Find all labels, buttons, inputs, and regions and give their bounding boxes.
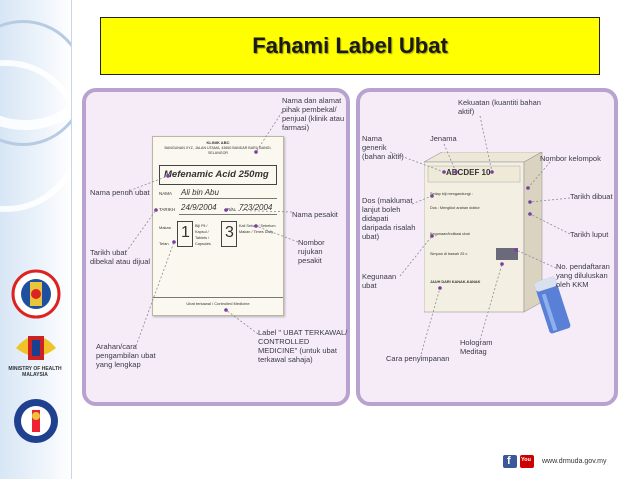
divider xyxy=(71,0,72,479)
annotation-dose: Dos (maklumat lanjut boleh didapati dari… xyxy=(362,196,416,241)
makan-label: Makan xyxy=(159,225,172,230)
dose-box-2: 3 xyxy=(221,221,237,247)
product-name: ABCDEF 10 xyxy=(446,168,491,177)
annotation-directions: Arahan/cara pengambilan ubat yang lengka… xyxy=(96,342,156,369)
annotation-reg-no: No. pendaftaran yang diluluskan oleh KKM xyxy=(556,262,610,289)
annotation-batch: Nombor kelompok xyxy=(540,154,601,163)
box-line-2: Dos : Mengikut arahan doktor xyxy=(430,206,480,210)
box-line-5: JAUH DARI KANAK-KANAK xyxy=(430,280,481,284)
box-line-1: Setiap biji mengandungi : xyxy=(430,192,473,196)
youtube-glyph: You xyxy=(521,457,531,463)
logo-1 xyxy=(10,268,62,320)
telan-label: Telan xyxy=(159,241,169,246)
annotation-brand: Jenama xyxy=(430,134,457,143)
clinic-address: BANGUNAN XYZ, JALAN UTAMA, 43650 BANDAR … xyxy=(164,146,272,155)
annotation-exp-date: Tarikh luput xyxy=(570,230,609,239)
nama-key: NAMA xyxy=(159,191,173,196)
annotation-strength: Kekuatan (kuantiti bahan aktif) xyxy=(458,98,541,116)
decorative-ring xyxy=(0,60,72,212)
annotation-generic: Nama generik (bahan aktif) xyxy=(362,134,404,161)
tarikh-value: 24/9/2004 xyxy=(181,203,217,212)
annotation-controlled: Label " UBAT TERKAWAL/ CONTROLLED MEDICI… xyxy=(258,328,348,364)
left-panel: KLINIK ABC BANGUNAN XYZ, JALAN UTAMA, 43… xyxy=(82,88,350,406)
facebook-icon[interactable]: f xyxy=(503,455,517,468)
logo-3 xyxy=(10,396,62,446)
slide-title: Fahami Label Ubat xyxy=(252,33,448,58)
footer-url[interactable]: www.drmuda.gov.my xyxy=(542,458,607,465)
box-line-3: Kegunaan/Indikasi ubat xyxy=(430,232,470,236)
annotation-mfg-date: Tarikh dibuat xyxy=(570,192,613,201)
medicine-label-figure: KLINIK ABC BANGUNAN XYZ, JALAN UTAMA, 43… xyxy=(80,84,621,409)
annotation-uses: Kegunaan ubat xyxy=(362,272,397,290)
tarikh-key: TARIKH xyxy=(159,207,176,212)
annotation-drug-name: Nama penuh ubat xyxy=(90,188,150,197)
rn-value: 723/2004 xyxy=(239,203,273,212)
units-text: Biji Pil / Kapsul / Tablets / Capsules xyxy=(195,224,211,246)
drug-name-box: Mefenamic Acid 250mg xyxy=(159,165,277,185)
clinic-name: KLINIK ABC xyxy=(206,140,230,145)
nama-value: Ali bin Abu xyxy=(181,188,219,197)
connector-lines xyxy=(389,115,571,359)
logo-2: MINISTRY OF HEALTH MALAYSIA xyxy=(8,328,62,383)
connector-lines xyxy=(125,111,299,347)
medicine-bottle xyxy=(528,272,578,342)
logo-2-caption: MINISTRY OF HEALTH MALAYSIA xyxy=(8,366,62,378)
rule xyxy=(179,198,277,199)
rn-key: R/N xyxy=(227,207,235,212)
controlled-footer: Ubat terkawal / Controlled Medicine xyxy=(186,301,250,306)
title-box: Fahami Label Ubat xyxy=(100,17,600,75)
annotation-storage: Cara penyimpanan xyxy=(386,354,450,363)
rule xyxy=(179,214,277,215)
facebook-glyph: f xyxy=(507,455,511,467)
rule xyxy=(153,297,283,298)
right-panel: ABCDEF 10 Setiap biji mengandungi : Dos … xyxy=(356,88,618,406)
dose-box-1: 1 xyxy=(177,221,193,247)
annotation-date: Tarikh ubat dibekal atau dijual xyxy=(90,248,151,266)
drug-name: Mefenamic Acid 250mg xyxy=(164,169,269,180)
dose-1: 1 xyxy=(181,224,190,241)
annotation-ref-no: Nombor rujukan pesakit xyxy=(298,238,325,265)
annotation-patient-name: Nama pesakit xyxy=(292,210,338,219)
dose-2: 3 xyxy=(225,224,234,241)
box-line-4: Simpan di bawah 25 c xyxy=(430,252,468,256)
youtube-icon[interactable]: You xyxy=(520,455,534,468)
annotation-hologram: Hologram Meditag xyxy=(460,338,493,356)
annotation-pharmacy: Nama dan alamat pihak pembekal/ penjual … xyxy=(282,96,345,132)
medicine-label-card: KLINIK ABC BANGUNAN XYZ, JALAN UTAMA, 43… xyxy=(152,136,284,316)
